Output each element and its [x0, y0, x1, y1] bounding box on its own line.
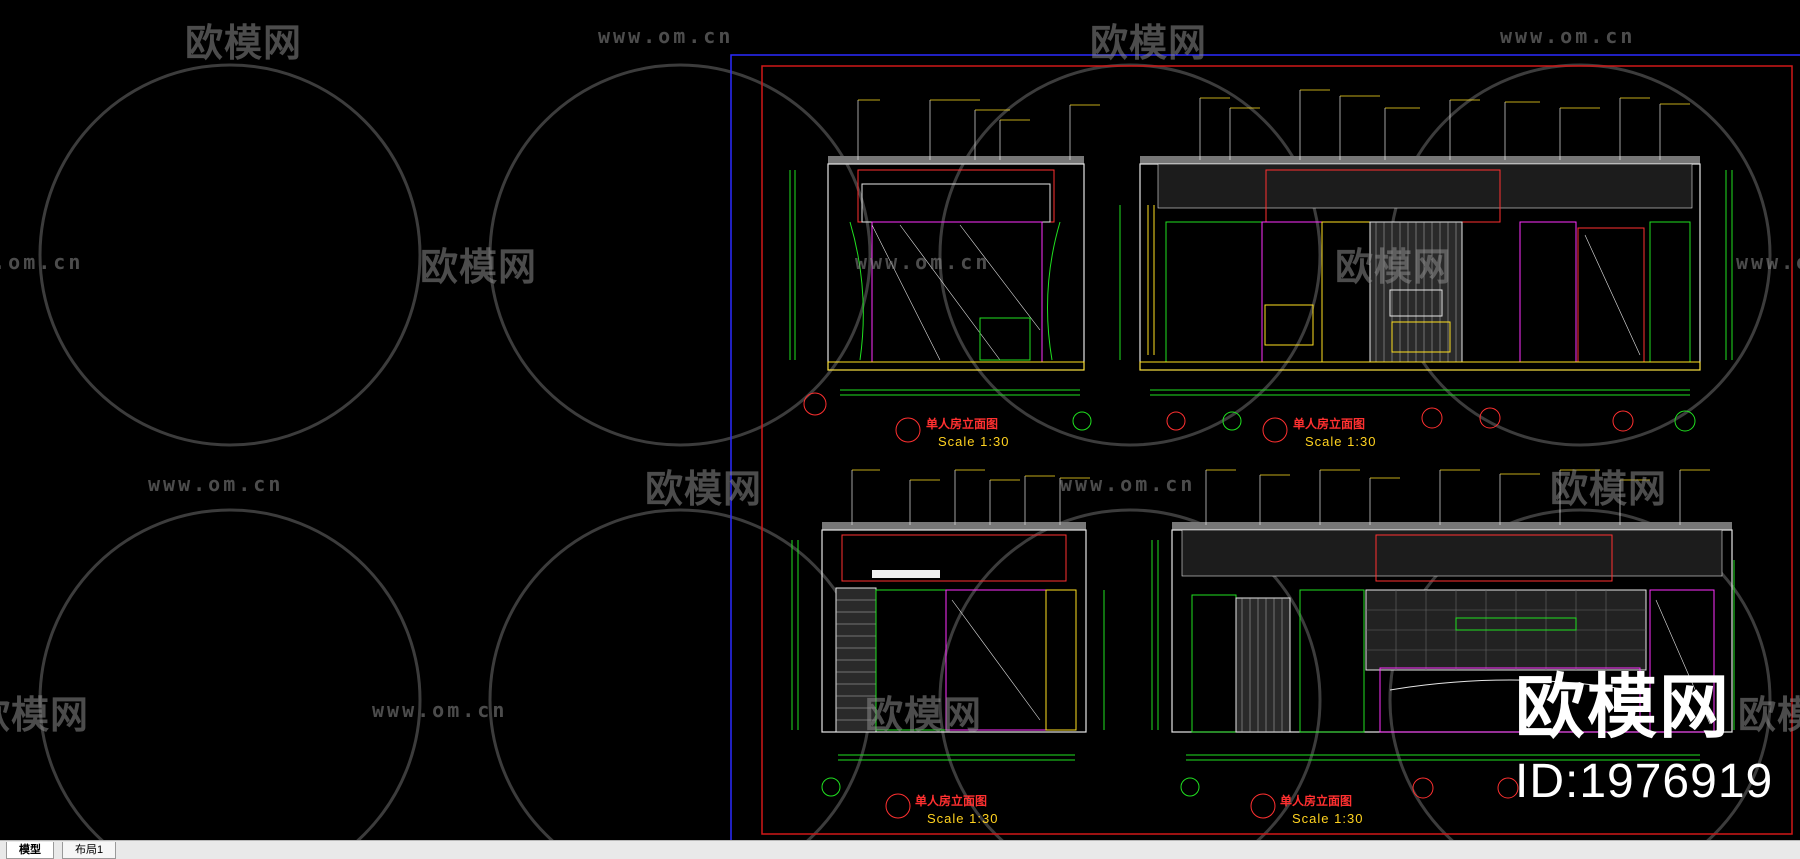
cad-drawing-canvas[interactable]	[0, 0, 1800, 840]
drawing-scale-top-right: Scale 1:30	[1305, 434, 1377, 449]
drawing-scale-bottom-right: Scale 1:30	[1292, 811, 1364, 826]
watermark-brand: 欧模网	[865, 693, 983, 737]
sheet-frame	[761, 65, 1793, 835]
watermark-url: www.om.cn	[372, 698, 508, 722]
watermark-circles	[38, 63, 1772, 840]
watermark-brand: 欧模网	[645, 467, 763, 511]
watermark-url: www.om.cn	[855, 250, 991, 274]
watermark-url: www.om.cn	[1500, 24, 1636, 48]
watermark-url: www.om.cn	[598, 24, 734, 48]
watermark-url: www.om.cn	[1736, 250, 1800, 274]
drawing-scale-top-left: Scale 1:30	[938, 434, 1010, 449]
elevation-top-left	[789, 99, 1100, 443]
watermark-url: www.om.cn	[0, 250, 84, 274]
cad-model-space[interactable]: 欧模网 www.om.cn 欧模网 www.om.cn www.om.cn 欧模…	[0, 0, 1800, 840]
drawing-title-bottom-left: 单人房立面图	[915, 794, 988, 808]
drawing-scale-bottom-left: Scale 1:30	[927, 811, 999, 826]
layout-viewport-border	[730, 54, 1800, 840]
watermark-brand: 欧模网	[185, 21, 303, 65]
overlay-id-text: ID:1976919	[1515, 755, 1774, 808]
elevation-bottom-left	[791, 469, 1105, 819]
layout-tab-bar: 模型 布局1	[0, 840, 1800, 859]
watermark-brand: 欧模网	[0, 693, 90, 737]
watermark-brand: 欧模网	[1738, 693, 1800, 737]
drawing-title-top-right: 单人房立面图	[1293, 417, 1366, 431]
watermark-brand: 欧模网	[1090, 21, 1208, 65]
watermark-url: www.om.cn	[1060, 472, 1196, 496]
elevation-bottom-right	[1151, 469, 1735, 819]
overlay-brand-logo: 欧模网	[1515, 666, 1731, 748]
watermark-brand: 欧模网	[1550, 467, 1668, 511]
watermark-url: www.om.cn	[148, 472, 284, 496]
watermark-brand: 欧模网	[1335, 245, 1453, 289]
drawing-title-bottom-right: 单人房立面图	[1280, 794, 1353, 808]
elevation-top-right	[1119, 89, 1733, 443]
watermark-brand: 欧模网	[420, 245, 538, 289]
drawing-title-top-left: 单人房立面图	[926, 417, 999, 431]
tab-layout1[interactable]: 布局1	[62, 842, 117, 859]
tab-model[interactable]: 模型	[6, 842, 54, 859]
